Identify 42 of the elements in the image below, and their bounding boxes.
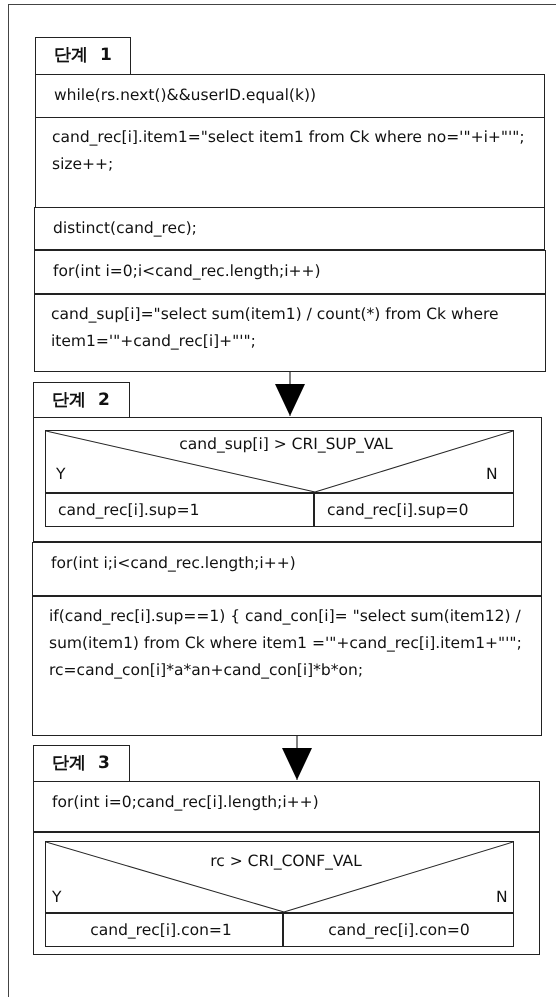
branch-label: N bbox=[486, 464, 499, 485]
step-tab bbox=[35, 37, 131, 75]
flow-arrow bbox=[282, 736, 312, 780]
branch-box bbox=[45, 913, 283, 947]
code-text: cand_rec[i].con=0 bbox=[327, 920, 471, 941]
step-tab bbox=[33, 745, 130, 782]
branch-box bbox=[283, 913, 514, 947]
code-text: for(int i;i<cand_rec.length;i++) bbox=[51, 553, 297, 574]
code-text: while(rs.next()&&userID.equal(k)) bbox=[54, 85, 318, 106]
code-text: for(int i=0;i<cand_rec.length;i++) bbox=[53, 261, 322, 282]
statement-box bbox=[35, 117, 545, 208]
branch-box bbox=[314, 493, 514, 527]
code-text: if(cand_rec[i].sup==1) { cand_con[i]= "select sum(item12) / sum(item1) from Ck where item1 ='"+cand_rec[i].item1+"'"; rc=cand_con[i]*a*an+cand_con[i]*b*on; bbox=[49, 606, 523, 681]
statement-box bbox=[34, 294, 546, 372]
branch-box bbox=[45, 493, 314, 527]
code-text: cand_sup[i] > CRI_SUP_VAL bbox=[178, 434, 394, 455]
code-text: for(int i=0;cand_rec[i].length;i++) bbox=[52, 792, 320, 813]
statement-box bbox=[35, 74, 545, 118]
flow-arrow bbox=[275, 372, 305, 416]
decision-box bbox=[45, 430, 514, 493]
step-heading: 단계 3 bbox=[51, 752, 111, 775]
code-text: cand_rec[i].con=1 bbox=[89, 920, 233, 941]
code-text: distinct(cand_rec); bbox=[53, 218, 198, 239]
step-heading: 단계 1 bbox=[53, 44, 113, 67]
code-text: cand_rec[i].sup=1 bbox=[58, 500, 200, 521]
step-heading: 단계 2 bbox=[51, 389, 111, 412]
step-tab bbox=[33, 382, 130, 418]
code-text: rc > CRI_CONF_VAL bbox=[209, 851, 363, 872]
statement-box bbox=[33, 781, 540, 832]
statement-box bbox=[32, 542, 542, 596]
branch-label: Y bbox=[56, 464, 66, 485]
branch-label: N bbox=[496, 887, 509, 908]
block-frame bbox=[33, 417, 542, 542]
statement-box bbox=[32, 596, 542, 736]
statement-box bbox=[34, 250, 546, 294]
block-frame bbox=[33, 832, 540, 955]
branch-label: Y bbox=[52, 887, 62, 908]
decision-box bbox=[45, 841, 514, 913]
statement-box bbox=[34, 207, 545, 250]
code-text: cand_rec[i].sup=0 bbox=[327, 500, 470, 521]
code-text: cand_rec[i].item1="select item1 from Ck where no='"+i+"'"; size++; bbox=[52, 127, 526, 175]
code-text: cand_sup[i]="select sum(item1) / count(*) from Ck where item1='"+cand_rec[i]+"'"; bbox=[51, 304, 500, 352]
